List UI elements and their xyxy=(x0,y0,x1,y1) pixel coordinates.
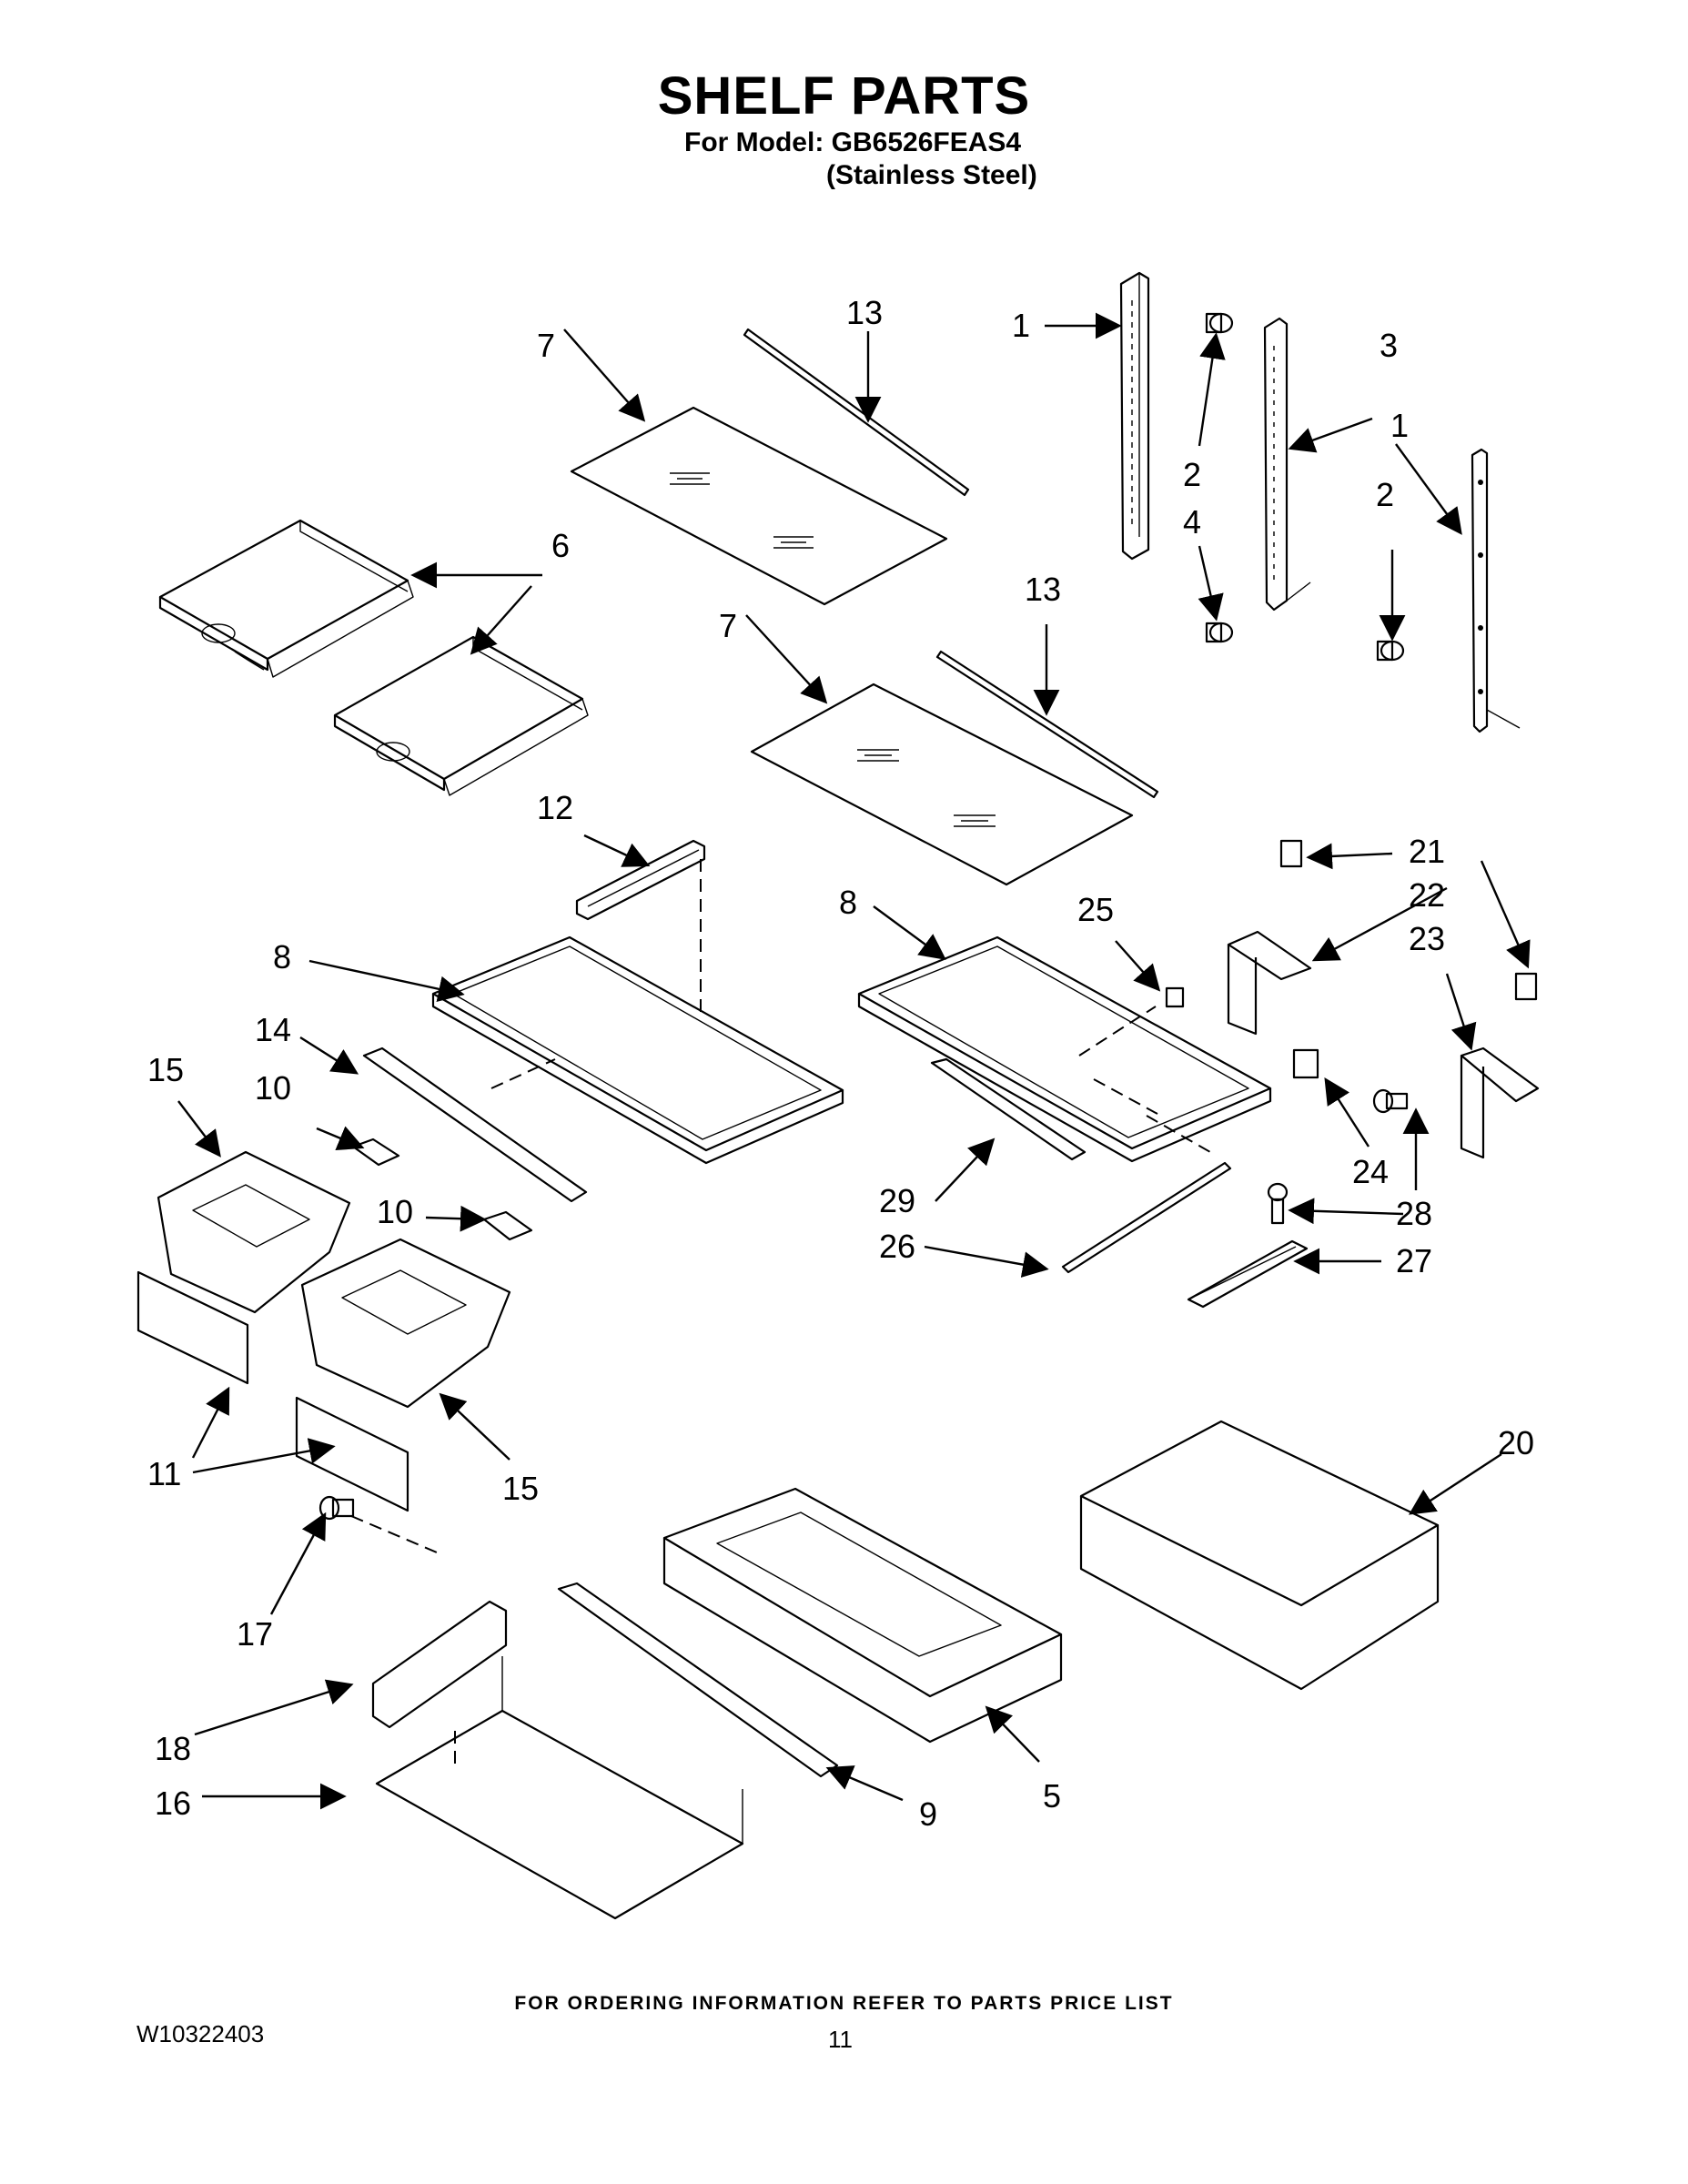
page-number: 11 xyxy=(828,2026,853,2053)
callout-22: 22 xyxy=(1409,876,1445,914)
bracket-22 xyxy=(1227,930,1312,1036)
shelf-channel-center xyxy=(1263,317,1311,612)
callout-4: 4 xyxy=(1183,503,1201,541)
crisper-bin-left xyxy=(157,1150,351,1314)
callout-14: 14 xyxy=(255,1011,291,1048)
crisper-trim xyxy=(362,1046,588,1203)
trim-rod-upper xyxy=(743,328,970,497)
clip-21a xyxy=(1279,839,1303,868)
callout-16: 16 xyxy=(155,1785,191,1822)
glass-shelf-upper xyxy=(570,406,948,606)
freezer-drawer xyxy=(662,1487,1063,1744)
callout-1-right: 1 xyxy=(1390,407,1409,444)
callout-2-upper: 2 xyxy=(1183,456,1201,493)
callout-27: 27 xyxy=(1396,1242,1432,1279)
callout-13-upper: 13 xyxy=(846,294,883,331)
assembly-lines xyxy=(350,859,1211,1769)
divider-clip xyxy=(575,839,706,921)
callout-12: 12 xyxy=(537,789,573,826)
callout-28: 28 xyxy=(1396,1195,1432,1232)
screw-17 xyxy=(318,1495,355,1521)
callout-25: 25 xyxy=(1077,891,1114,928)
shelf-channel-right xyxy=(1471,448,1521,733)
callout-13-lower: 13 xyxy=(1025,571,1061,608)
glass-shelf-lower xyxy=(750,682,1134,886)
crisper-bin-right xyxy=(300,1238,511,1409)
model-line: For Model: GB6526FEAS4 xyxy=(684,127,1022,157)
callout-29: 29 xyxy=(879,1182,915,1219)
callout-18: 18 xyxy=(155,1730,191,1767)
callout-20: 20 xyxy=(1498,1424,1534,1461)
freezer-trim xyxy=(557,1582,839,1778)
callout-3: 3 xyxy=(1380,327,1398,364)
callout-8-right: 8 xyxy=(839,884,857,921)
callout-labels: 7 13 1 2 4 3 1 2 6 7 13 12 8 8 25 21 22 … xyxy=(147,294,1534,1833)
callout-10-upper: 10 xyxy=(255,1069,291,1107)
page-title: SHELF PARTS xyxy=(657,66,1031,126)
callout-7-lower: 7 xyxy=(719,607,737,644)
screw-4 xyxy=(1205,622,1234,643)
callout-6: 6 xyxy=(551,527,570,564)
wire-shelf-16 xyxy=(375,1656,744,1920)
callout-24: 24 xyxy=(1352,1153,1389,1190)
callout-11: 11 xyxy=(147,1455,181,1492)
leader-lines xyxy=(177,312,1531,1810)
screw-2b xyxy=(1376,640,1405,662)
screw-28a xyxy=(1372,1088,1409,1114)
callout-10-lower: 10 xyxy=(377,1193,413,1230)
callout-5: 5 xyxy=(1043,1777,1061,1815)
crisper-cover-right xyxy=(857,935,1272,1163)
trim-rod-lower xyxy=(935,650,1159,799)
crisper-cover-left xyxy=(431,935,844,1165)
clip-24 xyxy=(1292,1048,1319,1079)
bin-front-left xyxy=(136,1270,249,1385)
shelf-channel-left xyxy=(1119,271,1150,561)
shelf-frame-lower-left xyxy=(333,635,589,796)
clip-lower xyxy=(482,1210,533,1241)
callout-21: 21 xyxy=(1409,833,1445,870)
bracket-18 xyxy=(371,1600,508,1729)
clip-25 xyxy=(1165,986,1185,1008)
callout-15-left: 15 xyxy=(147,1051,184,1088)
ordering-note: FOR ORDERING INFORMATION REFER TO PARTS … xyxy=(514,1993,1174,2014)
callout-1-left: 1 xyxy=(1012,307,1030,344)
bin-front-right xyxy=(295,1396,409,1512)
callout-9: 9 xyxy=(919,1795,937,1833)
callout-15-right: 15 xyxy=(502,1470,539,1507)
crisper-rail xyxy=(1061,1161,1232,1274)
clip-upper xyxy=(351,1138,400,1167)
callout-23: 23 xyxy=(1409,920,1445,957)
callout-26: 26 xyxy=(879,1228,915,1265)
wire-basket-20 xyxy=(1079,1420,1440,1691)
callout-2-right: 2 xyxy=(1376,476,1394,513)
clip-21b xyxy=(1514,972,1538,1001)
shelf-frame-upper-left xyxy=(158,519,414,678)
document-number: W10322403 xyxy=(136,2020,265,2048)
bracket-23 xyxy=(1460,1046,1540,1159)
screw-2a xyxy=(1205,312,1234,334)
screw-28b xyxy=(1267,1182,1289,1225)
humidity-slide xyxy=(930,1057,1087,1161)
rail-bracket xyxy=(1187,1239,1309,1309)
finish-line: (Stainless Steel) xyxy=(826,160,1037,190)
callout-17: 17 xyxy=(237,1615,273,1653)
callout-7-upper: 7 xyxy=(537,327,555,364)
callout-8-left: 8 xyxy=(273,938,291,976)
